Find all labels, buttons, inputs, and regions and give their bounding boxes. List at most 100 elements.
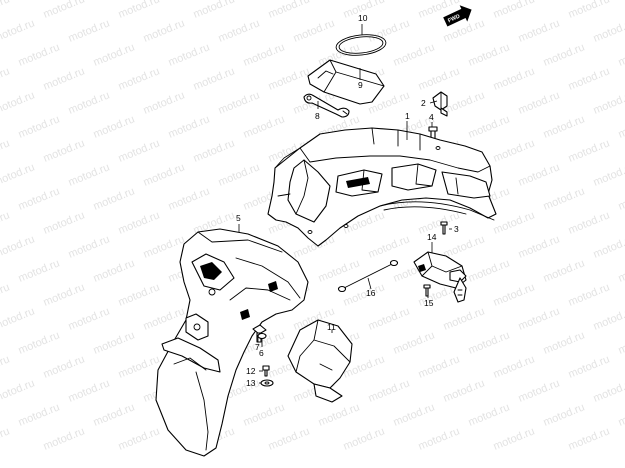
watermark-text: motod.ru (117, 281, 162, 308)
callout-5: 5 (236, 213, 241, 223)
watermark-text: motod.ru (592, 161, 625, 188)
watermark-text: motod.ru (42, 281, 87, 308)
watermark-text: motod.ru (192, 0, 237, 21)
watermark-text: motod.ru (67, 305, 112, 332)
watermark-text: motod.ru (217, 89, 262, 116)
callout-14: 14 (427, 232, 437, 242)
watermark-text: motod.ru (492, 209, 537, 236)
watermark-text: motod.ru (592, 17, 625, 44)
watermark-text: motod.ru (142, 161, 187, 188)
watermark-text: motod.ru (392, 329, 437, 356)
part-screw-3 (440, 221, 448, 235)
watermark-text: motod.ru (167, 41, 212, 68)
watermark-text: motod.ru (0, 161, 36, 188)
watermark-text: motod.ru (617, 113, 625, 140)
watermark-text: motod.ru (217, 17, 262, 44)
watermark-text: motod.ru (442, 233, 487, 260)
watermark-text: motod.ru (367, 305, 412, 332)
watermark-text: motod.ru (567, 353, 612, 380)
watermark-text: motod.ru (542, 185, 587, 212)
watermark-text: motod.ru (442, 89, 487, 116)
watermark-text: motod.ru (0, 377, 36, 404)
watermark-text: motod.ru (42, 137, 87, 164)
callout-10: 10 (358, 13, 368, 23)
watermark-text: motod.ru (117, 137, 162, 164)
watermark-text: motod.ru (242, 401, 287, 428)
watermark-text: motod.ru (592, 377, 625, 404)
watermark-text: motod.ru (42, 425, 87, 452)
watermark-text: motod.ru (0, 0, 11, 21)
watermark-text: motod.ru (417, 353, 462, 380)
callout-2: 2 (421, 98, 426, 108)
callout-8: 8 (315, 111, 320, 121)
watermark-text: motod.ru (517, 89, 562, 116)
watermark-text: motod.ru (0, 209, 11, 236)
watermark-text: motod.ru (17, 401, 62, 428)
watermark-text: motod.ru (0, 281, 11, 308)
watermark-text: motod.ru (0, 305, 36, 332)
callout-labels: 10 9 8 2 1 4 3 5 6 7 12 13 11 16 14 15 (236, 13, 459, 388)
watermark-text: motod.ru (442, 305, 487, 332)
watermark-text: motod.ru (242, 41, 287, 68)
watermark-text: motod.ru (117, 353, 162, 380)
watermark-text: motod.ru (67, 377, 112, 404)
part-bracket-clip (432, 91, 448, 117)
watermark-text: motod.ru (67, 17, 112, 44)
watermark-text: motod.ru (42, 209, 87, 236)
callout-1: 1 (405, 111, 410, 121)
watermark-text: motod.ru (517, 377, 562, 404)
watermark-text: motod.ru (517, 161, 562, 188)
watermark-text: motod.ru (592, 233, 625, 260)
part-bolt-4 (428, 126, 438, 141)
watermark-text: motod.ru (0, 17, 36, 44)
watermark-text: motod.ru (367, 377, 412, 404)
watermark-text: motod.ru (17, 113, 62, 140)
watermark-text: motod.ru (442, 377, 487, 404)
watermark-text: motod.ru (167, 113, 212, 140)
watermark-text: motod.ru (492, 137, 537, 164)
watermark-text: motod.ru (567, 65, 612, 92)
callout-15: 15 (424, 298, 434, 308)
watermark-text: motod.ru (92, 113, 137, 140)
watermark-text: motod.ru (142, 17, 187, 44)
watermark-text: motod.ru (417, 425, 462, 452)
watermark-text: motod.ru (617, 401, 625, 428)
watermark-text: motod.ru (267, 0, 312, 21)
watermark-text: motod.ru (542, 41, 587, 68)
watermark-text: motod.ru (542, 257, 587, 284)
watermark-text: motod.ru (542, 113, 587, 140)
callout-7: 7 (255, 342, 260, 352)
watermark-text: motod.ru (142, 89, 187, 116)
watermark-text: motod.ru (617, 257, 625, 284)
watermark-text: motod.ru (0, 233, 36, 260)
watermark-text: motod.ru (517, 233, 562, 260)
part-rear-fender (155, 228, 309, 457)
watermark-text: motod.ru (467, 41, 512, 68)
callout-6: 6 (259, 348, 264, 358)
watermark-text: motod.ru (567, 137, 612, 164)
watermark-text: motod.ru (567, 0, 612, 21)
watermark-text: motod.ru (42, 0, 87, 21)
watermark-text: motod.ru (92, 401, 137, 428)
watermark-text: motod.ru (492, 65, 537, 92)
part-cable (337, 259, 399, 293)
watermark-text: motod.ru (592, 305, 625, 332)
callout-12: 12 (246, 366, 256, 376)
watermark-text: motod.ru (117, 209, 162, 236)
watermark-text: motod.ru (592, 89, 625, 116)
watermark-text: motod.ru (542, 329, 587, 356)
watermark-text: motod.ru (467, 113, 512, 140)
watermark-text: motod.ru (367, 233, 412, 260)
watermark-text: motod.ru (492, 0, 537, 21)
watermark-text: motod.ru (42, 353, 87, 380)
part-o-ring (335, 34, 387, 56)
callout-9: 9 (358, 80, 363, 90)
callout-4: 4 (429, 112, 434, 122)
watermark-text: motod.ru (267, 65, 312, 92)
watermark-text: motod.ru (0, 89, 36, 116)
watermark-text: motod.ru (467, 401, 512, 428)
watermark-text: motod.ru (617, 41, 625, 68)
watermark-text: motod.ru (192, 65, 237, 92)
watermark-text: motod.ru (617, 185, 625, 212)
